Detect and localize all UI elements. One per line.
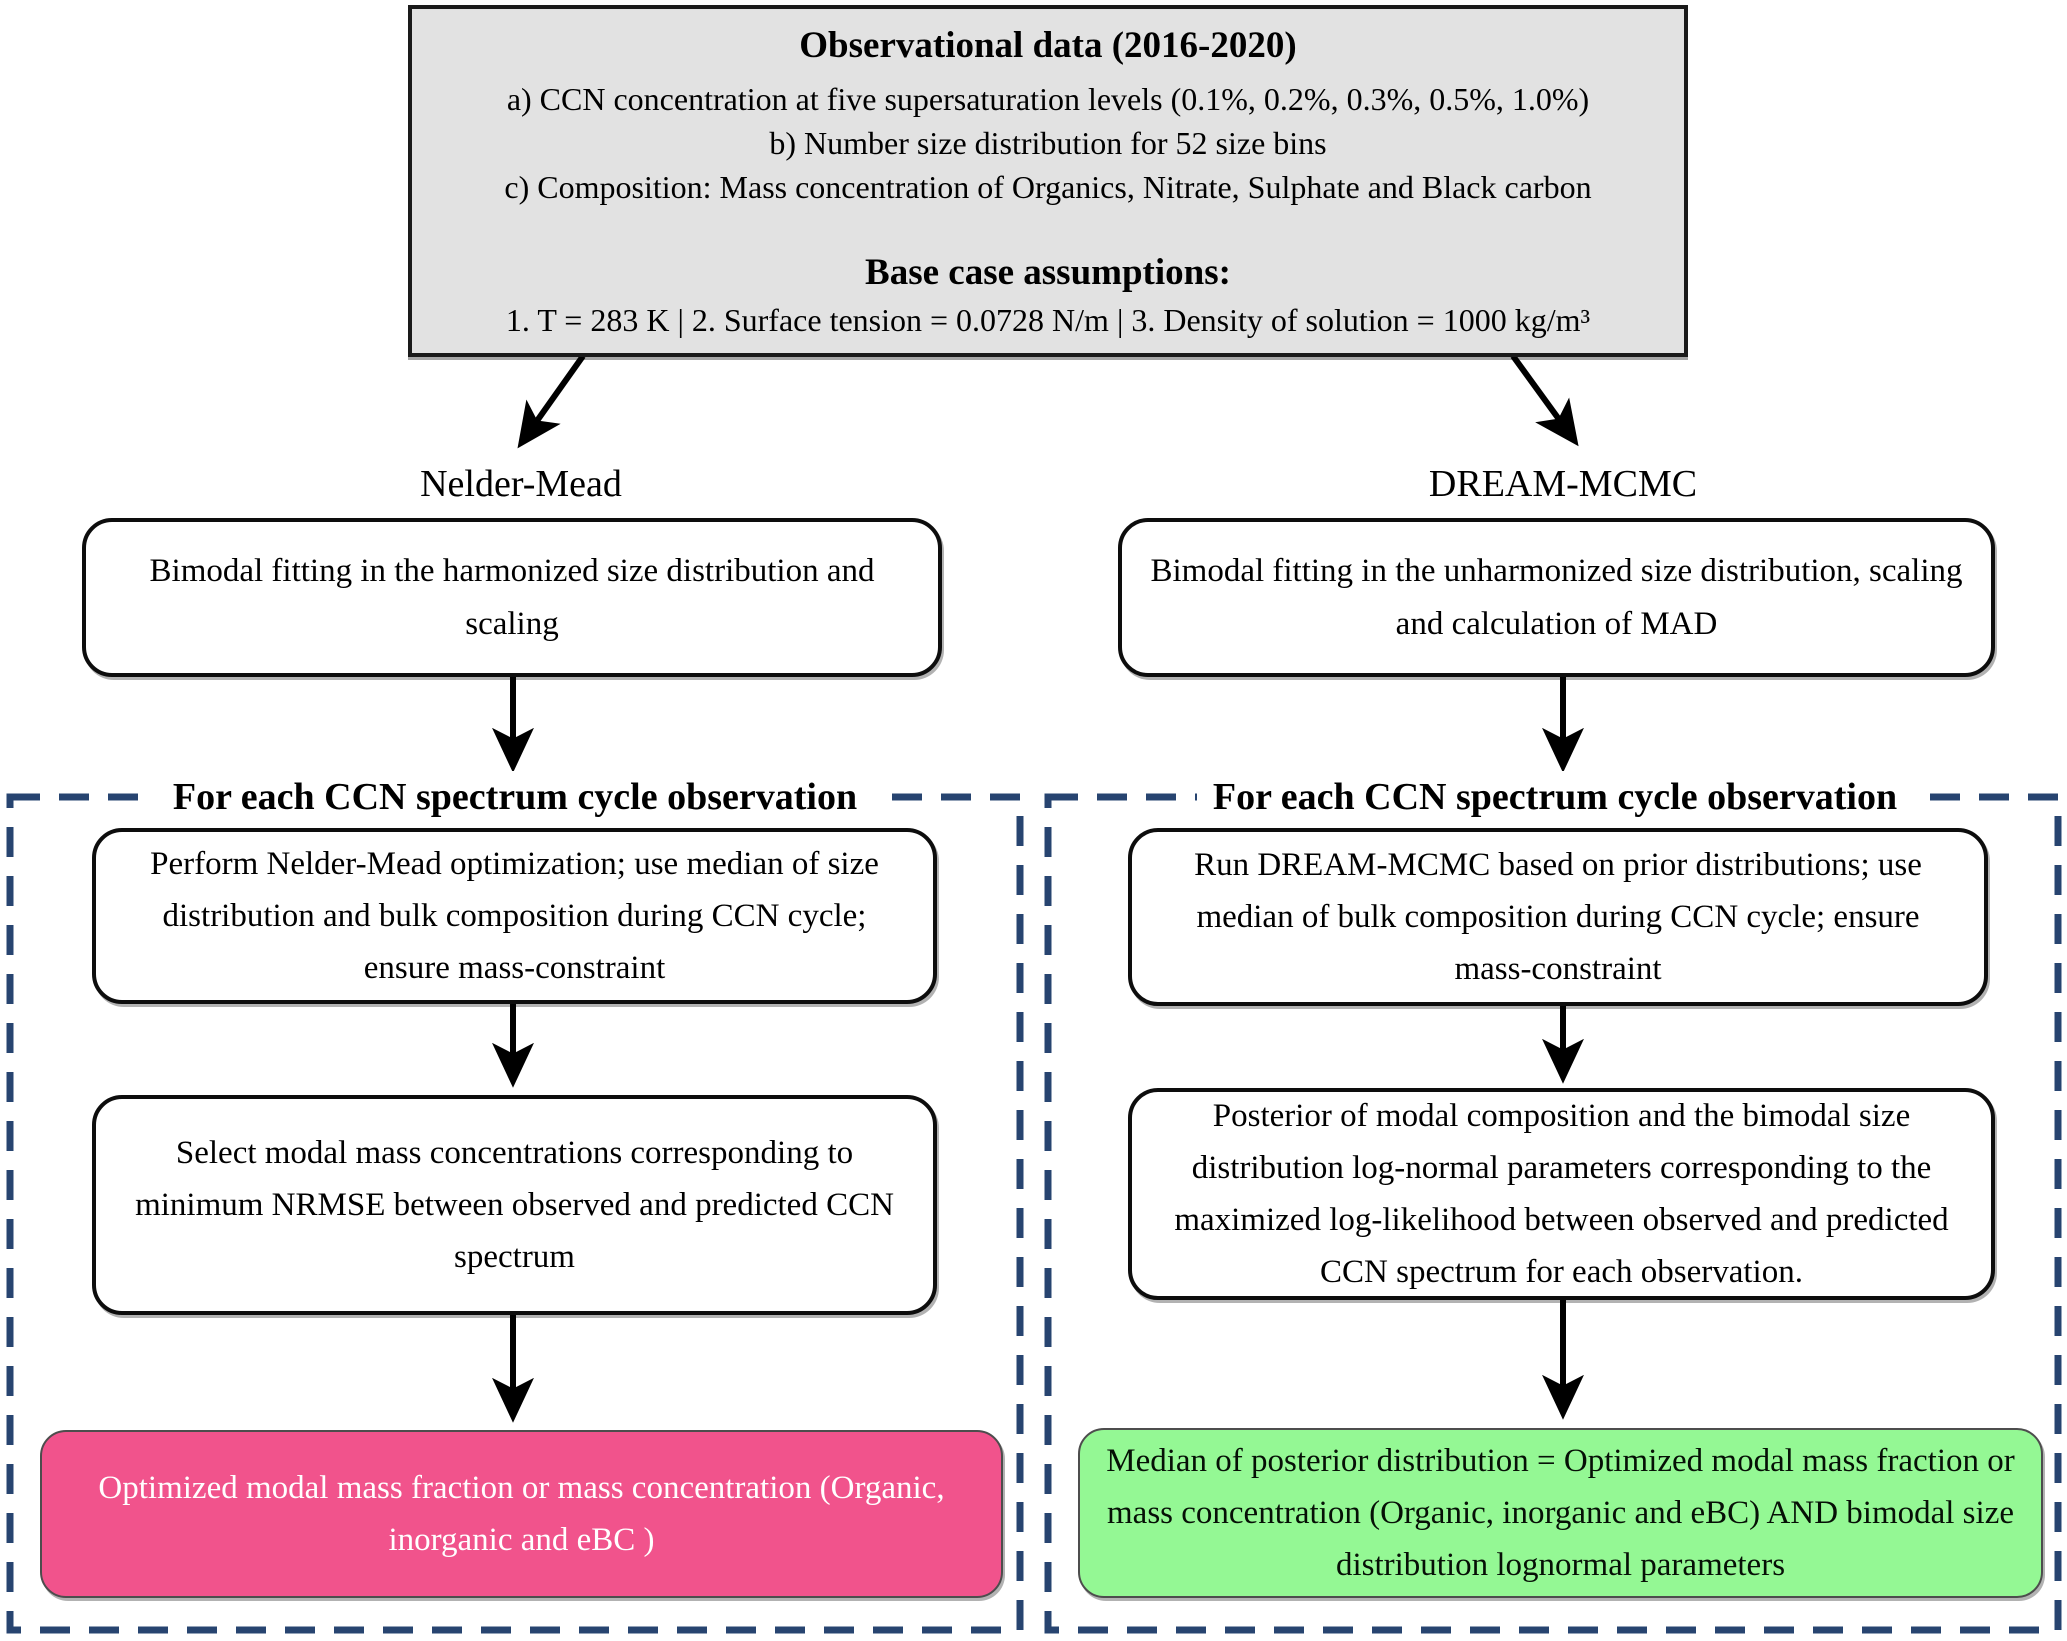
arrow-top-to-nelder-mead bbox=[517, 354, 586, 449]
observational-data-title: Observational data (2016-2020) bbox=[799, 24, 1297, 66]
left-loop-header-text: For each CCN spectrum cycle observation bbox=[156, 771, 874, 823]
observational-data-item-c: c) Composition: Mass concentration of Or… bbox=[504, 169, 1592, 205]
right-result-box: Median of posterior distribution = Optim… bbox=[1078, 1428, 2043, 1598]
base-case-assumptions-line: 1. T = 283 K | 2. Surface tension = 0.07… bbox=[505, 302, 1591, 339]
arrow-top-to-dream-mcmc bbox=[1510, 354, 1579, 447]
right-loop-header-text: For each CCN spectrum cycle observation bbox=[1196, 771, 1914, 823]
right-loop-header: For each CCN spectrum cycle observation bbox=[1115, 771, 1995, 823]
right-fitting-box: Bimodal fitting in the unharmonized size… bbox=[1118, 518, 1995, 677]
base-case-assumptions-title: Base case assumptions: bbox=[865, 252, 1231, 294]
dream-mcmc-label: DREAM-MCMC bbox=[1428, 463, 1698, 505]
observational-data-item-b: b) Number size distribution for 52 size … bbox=[769, 124, 1327, 161]
left-fitting-box: Bimodal fitting in the harmonized size d… bbox=[82, 518, 942, 677]
right-step1-box: Run DREAM-MCMC based on prior distributi… bbox=[1128, 828, 1988, 1006]
left-loop-header: For each CCN spectrum cycle observation bbox=[75, 771, 955, 823]
right-step2-box: Posterior of modal composition and the b… bbox=[1128, 1088, 1995, 1300]
left-step2-box: Select modal mass concentrations corresp… bbox=[92, 1095, 937, 1315]
observational-data-item-a: a) CCN concentration at five supersatura… bbox=[506, 80, 1590, 117]
observational-data-box: Observational data (2016-2020) a) CCN co… bbox=[408, 5, 1688, 357]
left-result-box: Optimized modal mass fraction or mass co… bbox=[40, 1430, 1003, 1598]
nelder-mead-label: Nelder-Mead bbox=[420, 463, 622, 505]
left-step1-box: Perform Nelder-Mead optimization; use me… bbox=[92, 828, 937, 1004]
